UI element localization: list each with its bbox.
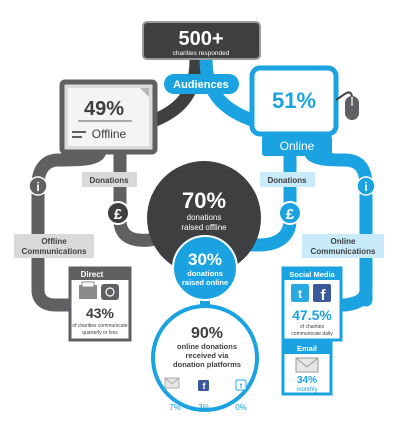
offline-label: Offline	[92, 127, 127, 141]
email-value: 34%	[297, 375, 317, 386]
online-monitor: 51% Online	[249, 65, 339, 156]
email-title: Email	[297, 344, 317, 353]
svg-text:Communications: Communications	[22, 247, 87, 256]
envelope-icon	[295, 357, 319, 373]
svg-text:of charities communicate: of charities communicate	[72, 323, 128, 329]
offline-percent: 49%	[84, 98, 124, 120]
fax-icon	[79, 281, 97, 299]
online-donations-circle: 30% donations raised online	[172, 235, 238, 301]
social-media-title: Social Media	[289, 270, 335, 279]
online-donations-tag: Donations	[260, 172, 315, 187]
respondents-caption: charities responded	[173, 50, 230, 57]
offline-info-icon: i	[28, 176, 48, 196]
online-pound-icon: £	[278, 201, 302, 225]
dark-connector-left	[143, 53, 203, 129]
svg-text:f: f	[321, 287, 327, 304]
platform-facebook-value: 3%	[198, 403, 210, 412]
offline-donations-circle: 70% donations raised offline	[147, 161, 261, 275]
online-share-value: 30%	[188, 250, 222, 269]
respondents-count: 500+	[178, 28, 223, 50]
direct-title: Direct	[81, 270, 104, 279]
svg-text:donation platforms: donation platforms	[173, 360, 241, 369]
svg-text:Communications: Communications	[311, 247, 376, 256]
svg-text:raised online: raised online	[182, 278, 228, 287]
audiences-label: Audiences	[173, 79, 229, 91]
svg-text:i: i	[364, 180, 367, 194]
svg-text:donations: donations	[187, 213, 222, 222]
platform-email-icon	[164, 377, 180, 389]
svg-text:raised offline: raised offline	[181, 223, 227, 232]
offline-donations-tag: Donations	[82, 172, 137, 187]
donation-platforms-circle: 90% online donations received via donati…	[151, 304, 259, 412]
svg-text:received via: received via	[186, 351, 230, 360]
svg-text:t: t	[240, 383, 243, 390]
offline-branch-path	[31, 143, 107, 312]
svg-text:f: f	[203, 381, 207, 391]
platform-twitter-value: 0%	[235, 403, 247, 412]
svg-text:t: t	[298, 287, 302, 301]
svg-text:quarterly or less: quarterly or less	[82, 330, 118, 336]
svg-text:i: i	[36, 180, 39, 194]
direct-box: Direct 43% of charities communicate quar…	[68, 266, 132, 342]
online-label: Online	[280, 139, 315, 153]
audiences-pill: Audiences	[164, 74, 239, 94]
online-donations-label: Donations	[267, 176, 307, 185]
email-note: monthly	[296, 387, 317, 393]
svg-text:£: £	[286, 206, 295, 223]
online-percent: 51%	[272, 88, 316, 113]
mouse-icon	[335, 91, 359, 120]
offline-communications-tag: Offline Communications	[14, 234, 94, 258]
svg-text:Online: Online	[331, 237, 356, 246]
svg-text:£: £	[114, 206, 123, 223]
svg-text:communicate daily: communicate daily	[291, 331, 333, 337]
svg-text:donations: donations	[187, 269, 223, 278]
svg-text:of charities: of charities	[300, 324, 325, 330]
online-communications-tag: Online Communications	[302, 234, 384, 258]
online-info-icon: i	[356, 176, 376, 196]
svg-text:online donations: online donations	[177, 342, 237, 351]
offline-share-value: 70%	[182, 188, 226, 213]
social-media-value: 47.5%	[292, 307, 332, 323]
platform-facebook-icon: f	[198, 380, 209, 391]
direct-value: 43%	[86, 305, 115, 321]
online-branch-path	[303, 143, 373, 312]
twitter-icon: t	[291, 284, 309, 302]
platform-email-value: 7%	[169, 403, 181, 412]
blue-connector-right	[199, 53, 265, 129]
platforms-value: 90%	[191, 325, 223, 342]
offline-donations-label: Donations	[89, 176, 129, 185]
platform-twitter-icon: t	[235, 379, 247, 391]
email-box: Email 34% monthly	[281, 340, 333, 396]
social-media-box: Social Media t f 47.5% of charities comm…	[281, 266, 343, 342]
svg-text:Offline: Offline	[41, 237, 67, 246]
respondents-box: 500+ charities responded	[142, 21, 261, 60]
facebook-icon: f	[313, 284, 331, 304]
offline-monitor: 49% Offline	[59, 79, 158, 155]
phone-icon	[101, 284, 119, 300]
offline-pound-icon: £	[106, 201, 130, 225]
